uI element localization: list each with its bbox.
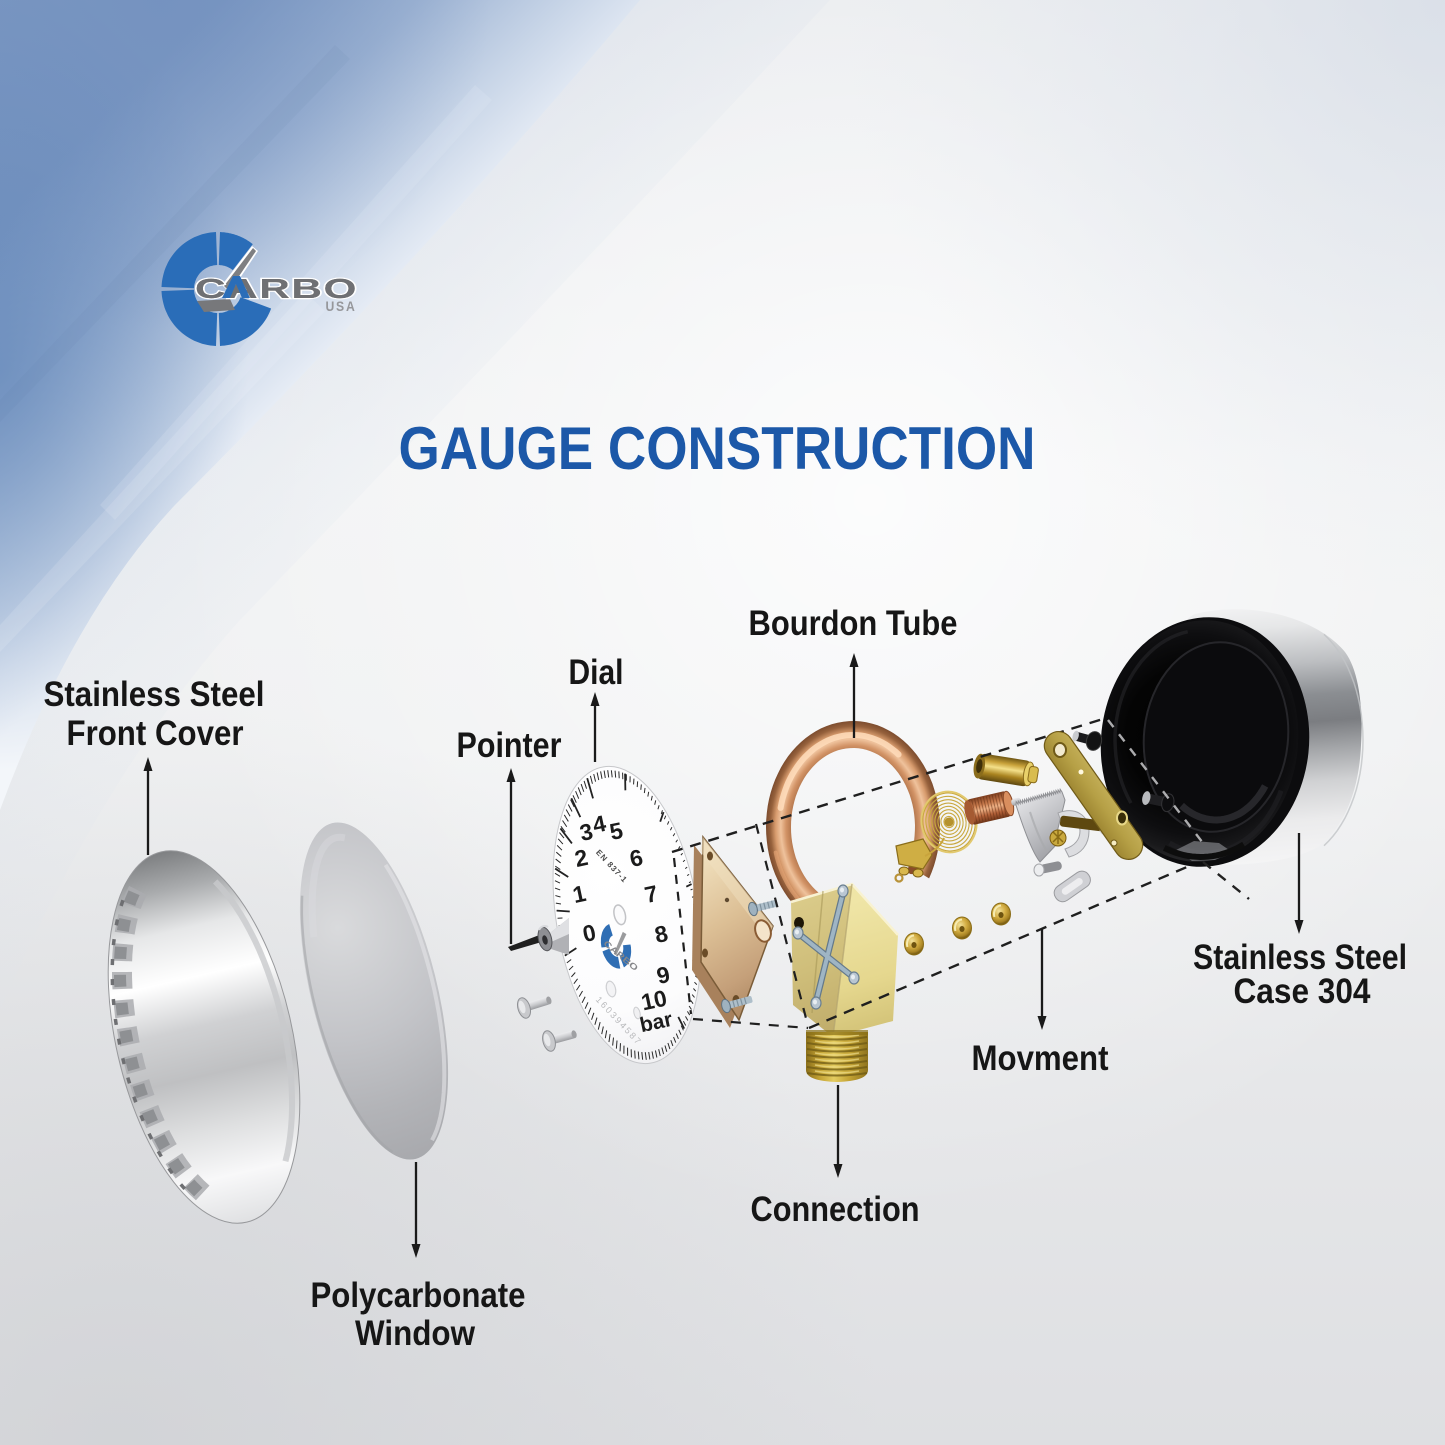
svg-text:CARBO: CARBO <box>195 273 358 304</box>
svg-text:Movment: Movment <box>972 1039 1109 1078</box>
svg-text:7: 7 <box>642 880 660 908</box>
svg-text:Front Cover: Front Cover <box>67 714 244 753</box>
svg-text:Stainless Steel: Stainless Steel <box>1193 938 1407 977</box>
svg-text:Window: Window <box>355 1314 476 1353</box>
svg-text:9: 9 <box>654 961 672 989</box>
svg-text:Pointer: Pointer <box>457 726 562 765</box>
svg-text:6: 6 <box>627 844 645 872</box>
svg-text:Case 304: Case 304 <box>1234 972 1371 1011</box>
svg-text:4: 4 <box>590 810 608 838</box>
svg-text:Dial: Dial <box>569 653 624 692</box>
svg-text:0: 0 <box>580 919 598 947</box>
svg-text:GAUGE CONSTRUCTION: GAUGE CONSTRUCTION <box>399 415 1036 482</box>
svg-text:5: 5 <box>607 817 625 845</box>
svg-text:Stainless Steel: Stainless Steel <box>44 675 265 714</box>
svg-text:8: 8 <box>652 920 670 948</box>
svg-text:3: 3 <box>577 818 595 846</box>
svg-text:Bourdon Tube: Bourdon Tube <box>749 604 958 643</box>
svg-text:10: 10 <box>639 985 669 1016</box>
svg-text:USA: USA <box>326 298 357 314</box>
svg-text:CARBO: CARBO <box>195 273 358 304</box>
svg-text:1: 1 <box>570 880 588 908</box>
svg-text:Polycarbonate: Polycarbonate <box>311 1276 526 1315</box>
svg-text:Connection: Connection <box>751 1190 920 1229</box>
svg-text:2: 2 <box>572 844 590 872</box>
